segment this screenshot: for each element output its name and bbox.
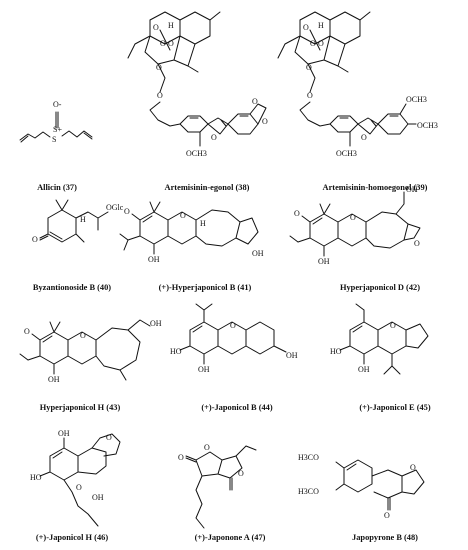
atom-oglc: OGlc [106, 203, 124, 212]
compound-label-43: Hyperjaponicol H (43) [40, 403, 121, 412]
atom-o: O [76, 483, 82, 492]
compound-label-44: (+)-Japonicol B (44) [201, 403, 273, 412]
atom-o: O [24, 327, 30, 336]
atom-och3: OCH3 [336, 149, 357, 158]
atom-o: O [160, 39, 166, 48]
structure-japonicol-b: HO OH O OH [170, 303, 298, 374]
compound-label-47: (+)-Japonone A (47) [195, 533, 266, 542]
atom-o: O [307, 91, 313, 100]
atom-s: S [52, 135, 56, 144]
compound-label-46: (+)-Japonicol H (46) [36, 533, 108, 542]
atom-oh: OH [198, 365, 210, 374]
atom-o: O [318, 39, 324, 48]
atom-oh: OH [58, 429, 70, 438]
atom-ho: HO [30, 473, 42, 482]
atom-o: O [410, 463, 416, 472]
atom-o: O [153, 23, 159, 32]
atom-o: O [106, 433, 112, 442]
structure-hyperjaponicol-b: O O OH OH H [119, 201, 264, 264]
atom-o: O [180, 211, 186, 220]
compound-label-41: (+)-Hyperjaponicol B (41) [159, 283, 252, 292]
atom-o-minus: O- [53, 100, 62, 109]
structure-japonicol-h: OH HO O O OH [30, 429, 121, 527]
atom-o: O [178, 453, 184, 462]
compound-label-40: Byzantionoside B (40) [33, 283, 111, 292]
atom-h: H [200, 219, 206, 228]
structure-hyperjaponicol-d: O O OH OH O [289, 185, 421, 266]
atom-oh: OH [286, 351, 298, 360]
atom-oh: OH [358, 365, 370, 374]
structure-artemisinin-egonol: O O O O H O O OCH3 O O [127, 11, 268, 158]
atom-h: H [80, 215, 86, 224]
atom-o: O [294, 209, 300, 218]
atom-o: O [390, 321, 396, 330]
structure-japonone-a: O O O [178, 443, 257, 529]
structure-hyperjaponicol-h: O O OH OH [19, 319, 162, 384]
atom-o: O [310, 39, 316, 48]
atom-o: O [306, 63, 312, 72]
compound-label-42: Hyperjaponicol D (42) [340, 283, 420, 292]
atom-o: O [384, 511, 390, 520]
atom-och3: OCH3 [406, 95, 427, 104]
atom-ho: HO [330, 347, 342, 356]
compound-label-39: Artemisinin-homoegonol (39) [323, 183, 428, 192]
atom-o: O [124, 207, 130, 216]
atom-o: O [361, 133, 367, 142]
atom-o: O [157, 91, 163, 100]
atom-h3co: H3CO [298, 453, 319, 462]
atom-h: H [168, 21, 174, 30]
atom-o: O [230, 321, 236, 330]
atom-o: O [156, 63, 162, 72]
compound-label-48: Japopyrone B (48) [352, 533, 418, 542]
atom-o: O [168, 39, 174, 48]
atom-h: H [318, 21, 324, 30]
compound-label-45: (+)-Japonicol E (45) [359, 403, 431, 412]
atom-oh: OH [150, 319, 162, 328]
atom-h3co: H3CO [298, 487, 319, 496]
atom-oh: OH [148, 255, 160, 264]
atom-o: O [238, 469, 244, 478]
atom-o: O [80, 331, 86, 340]
structure-allicin: S S+ O- [19, 100, 93, 144]
structure-japopyrone-b: H3CO H3CO O O [298, 453, 425, 520]
atom-s-plus: S+ [53, 125, 62, 134]
atom-o: O [211, 133, 217, 142]
atom-oh: OH [252, 249, 264, 258]
atom-ho: HO [170, 347, 182, 356]
atom-o: O [204, 443, 210, 452]
atom-oh: OH [92, 493, 104, 502]
structure-artemisinin-homoegonol: O O O O H O O OCH3 OCH3 OCH3 [277, 11, 438, 158]
atom-oh: OH [48, 375, 60, 384]
compound-label-38: Artemisinin-egonol (38) [165, 183, 250, 192]
structure-byzantionoside-b: O H OGlc [32, 199, 124, 244]
compound-label-37: Allicin (37) [37, 183, 77, 192]
structure-japonicol-e: HO OH O [330, 303, 429, 375]
atom-o: O [303, 23, 309, 32]
atom-och3: OCH3 [417, 121, 438, 130]
atom-och3: OCH3 [186, 149, 207, 158]
atom-o: O [414, 239, 420, 248]
atom-o: O [262, 117, 268, 126]
atom-o: O [350, 213, 356, 222]
atom-oh: OH [318, 257, 330, 266]
atom-o: O [32, 235, 38, 244]
atom-o: O [252, 97, 258, 106]
atom-oh: OH [406, 185, 418, 194]
